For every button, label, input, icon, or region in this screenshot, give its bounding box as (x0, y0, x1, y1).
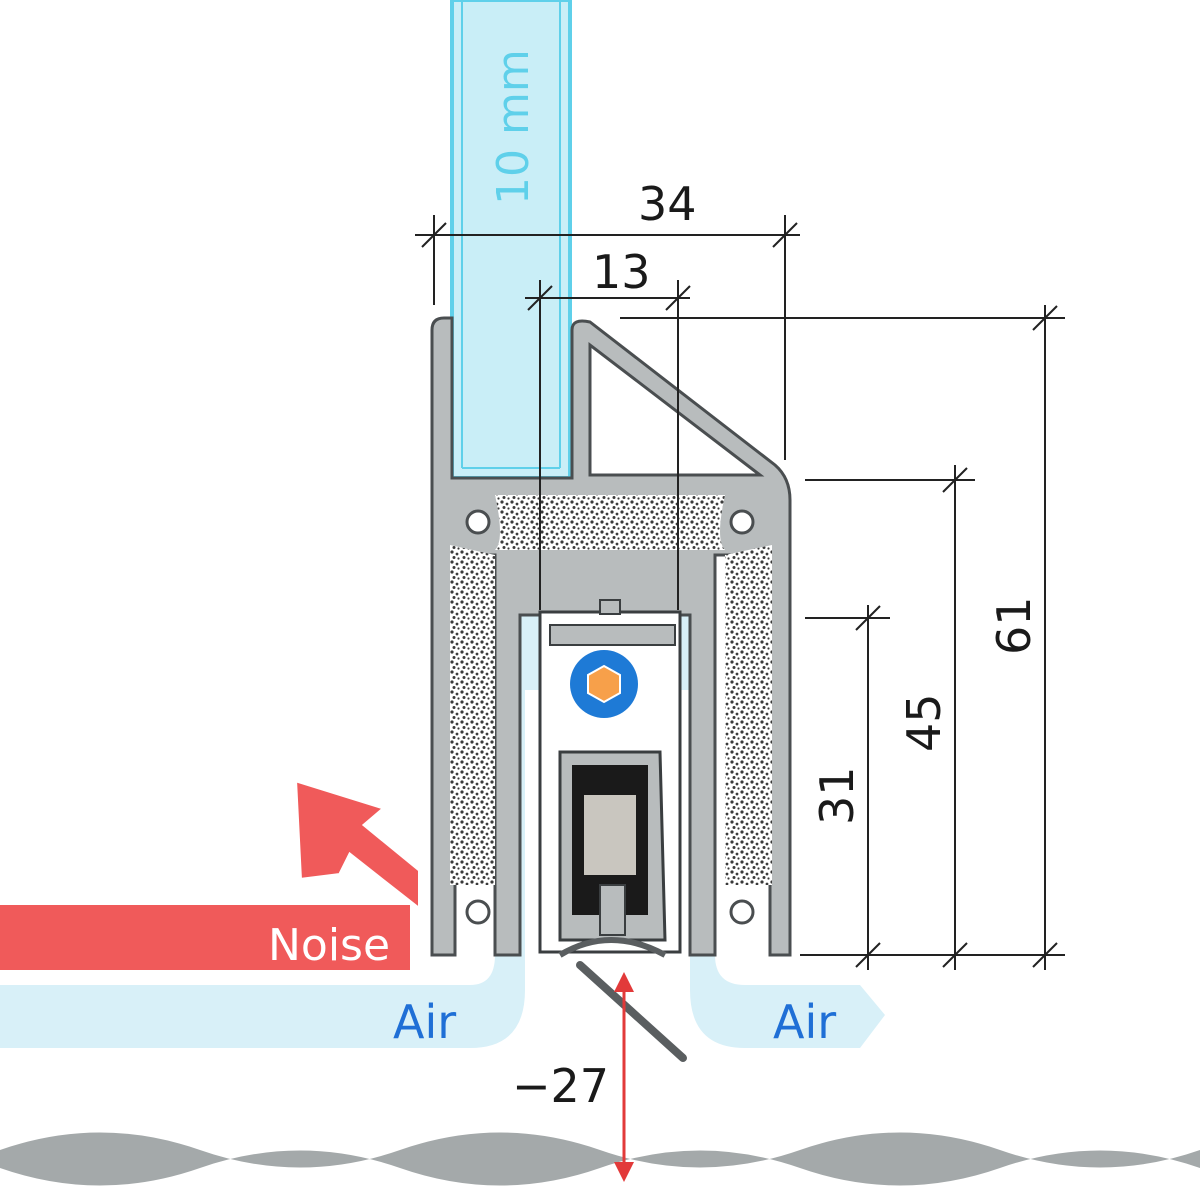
drop-arrow (614, 972, 634, 1182)
dim-height-mid: 45 (897, 693, 951, 752)
noise-arrow (0, 777, 422, 970)
seal-lip (576, 961, 687, 1062)
foam-insulation (450, 495, 772, 885)
dim-drop: −27 (512, 1059, 609, 1113)
seal-strip (584, 795, 636, 875)
glass-pane (450, 0, 572, 480)
drop-seal-mechanism (538, 599, 687, 1062)
air-label-left: Air (393, 995, 456, 1049)
aluminium-profile (430, 316, 792, 957)
dim-height-total: 61 (987, 596, 1041, 655)
air-label-right: Air (773, 995, 836, 1049)
hex-bolt (587, 664, 621, 704)
dimension-lines (415, 215, 1065, 970)
dim-width-total: 34 (638, 177, 697, 231)
noise-label: Noise (268, 920, 390, 971)
screw-holes (465, 509, 755, 925)
floor-wave (0, 1132, 1200, 1186)
glass-thickness-label: 10 mm (488, 49, 539, 205)
dim-height-low: 31 (810, 766, 864, 825)
dim-width-inner: 13 (592, 245, 651, 299)
